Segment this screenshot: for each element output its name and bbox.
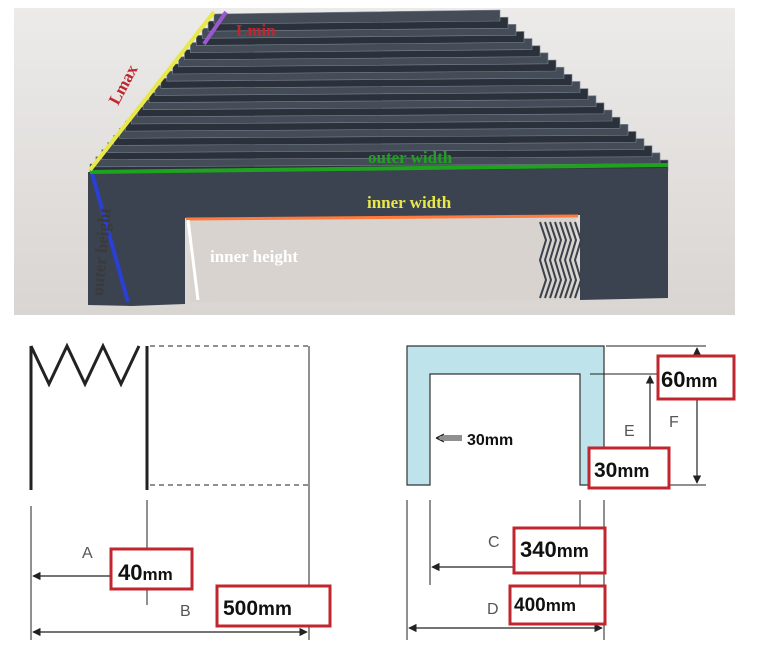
e-value-box: 30mm [587,446,671,490]
inner-height-marker [186,219,200,301]
a-value-unit: mm [142,565,172,584]
c-value-box: 340mm [512,526,607,575]
inner-pleat [563,221,573,299]
lmin-label: Lmin [236,21,276,40]
svg-text:30mm: 30mm [594,459,649,482]
a-value-number: 40 [118,560,142,585]
inner-width-marker [185,214,579,221]
dim-b-letter: B [180,603,191,620]
inner-pleats [538,221,583,299]
inner-width-label: inner width [367,193,452,212]
svg-text:400mm: 400mm [514,595,576,616]
outer-width-label: outer width [368,148,453,167]
length-diagram [29,342,310,640]
inner-pleat [538,221,548,299]
f-value-box: 60mm [656,354,736,401]
dim-d-letter: D [487,601,499,618]
section-diagram: 30mm C D E F 340mm 400mm 30mm 60mm [406,345,736,640]
c-value-number: 340 [520,537,557,562]
inner-height-label: inner height [210,247,298,266]
lmax-marker [88,10,216,172]
d-value-number: 400 [514,595,546,616]
bellows-front-face [88,168,668,306]
b-value-number: 500 [223,597,258,620]
pleat [213,9,501,25]
inner-pleat [568,221,578,299]
outer-width-marker [89,163,669,174]
a-value-box: 40mm [109,547,194,591]
svg-text:60mm: 60mm [661,367,718,392]
inner-pleat [548,221,558,299]
svg-text:40mm: 40mm [118,560,173,585]
u-section-shape [406,345,605,486]
inner-pleat [573,221,583,299]
inner-pleat [558,221,568,299]
f-value-number: 60 [661,367,685,392]
fold-zigzag-top [29,342,141,388]
dim-a-letter: A [82,545,93,562]
c-value-unit: mm [557,541,589,561]
dim-e-letter: E [624,423,635,440]
dim-f-letter: F [669,414,679,431]
bellows-opening [190,218,576,302]
wall-thickness-arrow [435,433,462,443]
d-value-box: 400mm [508,584,607,626]
inner-pleat [553,221,563,299]
e-value-number: 30 [594,459,617,482]
dim-c-letter: C [488,534,500,551]
e-value-unit: mm [617,461,649,481]
svg-text:500mm: 500mm [223,597,292,620]
wall-thickness-label: 30mm [467,432,513,449]
lmin-marker [202,10,228,46]
svg-text:340mm: 340mm [520,537,589,562]
inner-pleat [543,221,553,299]
bellows-pleats [89,9,669,175]
outer-height-marker [90,172,130,303]
b-value-unit: mm [258,599,292,620]
f-value-unit: mm [685,371,717,391]
b-value-box: 500mm [215,584,332,628]
bellows-photo: Lmin Lmax outer width inner width outer … [14,8,735,315]
d-value-unit: mm [546,596,576,615]
